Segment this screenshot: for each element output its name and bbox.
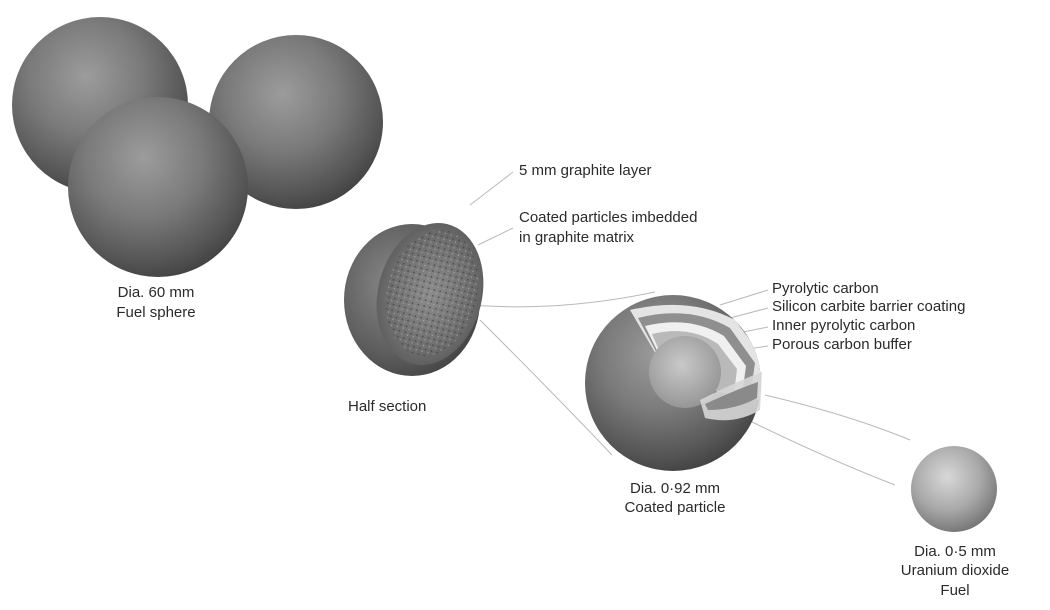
leader-particle-to-kernel-bottom xyxy=(748,420,895,485)
coated-particle-name: Coated particle xyxy=(600,499,750,517)
coated-particle-cutaway xyxy=(585,295,765,471)
leader-pyrolytic xyxy=(720,290,768,305)
fuel-sphere-diameter: Dia. 60 mm xyxy=(96,284,216,302)
callout-graphite-layer: 5 mm graphite layer xyxy=(519,162,652,180)
fuel-kernel-diameter: Dia. 0·5 mm xyxy=(880,543,1030,561)
leader-particle-to-kernel-top xyxy=(765,395,910,440)
callout-graphite-matrix: in graphite matrix xyxy=(519,229,634,247)
callout-coated-particles: Coated particles imbedded xyxy=(519,209,697,227)
leader-graphite-layer xyxy=(470,172,513,205)
fuel-kernel-name: Fuel xyxy=(880,582,1030,600)
fuel-sphere-front xyxy=(68,97,248,277)
leader-coated-particles xyxy=(478,228,513,245)
fuel-sphere-name: Fuel sphere xyxy=(96,304,216,322)
layer-porous-buffer: Porous carbon buffer xyxy=(772,336,912,354)
half-section-name: Half section xyxy=(348,398,426,416)
half-section-sphere xyxy=(344,212,498,377)
leader-silicon xyxy=(730,308,768,318)
leader-half-to-particle-top xyxy=(470,292,655,307)
layer-silicon-carbite: Silicon carbite barrier coating xyxy=(772,298,965,316)
coated-particle-diameter: Dia. 0·92 mm xyxy=(600,480,750,498)
layer-pyrolytic-carbon: Pyrolytic carbon xyxy=(772,280,879,298)
layer-inner-pyrolytic: Inner pyrolytic carbon xyxy=(772,317,915,335)
fuel-kernel-material: Uranium dioxide xyxy=(880,562,1030,580)
fuel-spheres xyxy=(12,17,383,277)
fuel-kernel-sphere xyxy=(911,446,997,532)
